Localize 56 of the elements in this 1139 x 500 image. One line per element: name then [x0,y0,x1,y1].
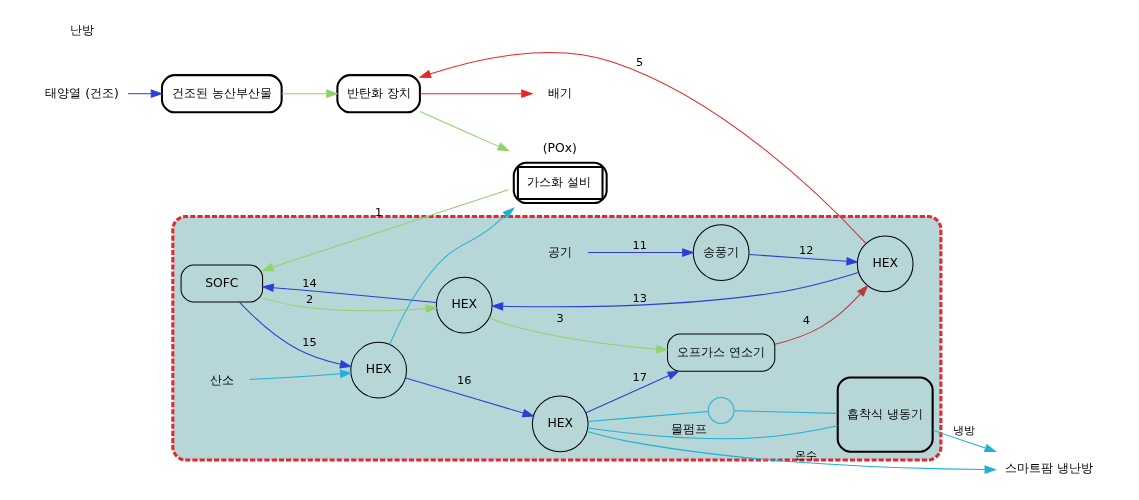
edge-label: 14 [302,276,317,291]
node-box: 오프가스 연소기 [667,333,776,372]
connector [587,425,839,440]
arrow [261,283,437,304]
arrow [262,297,439,313]
edge-label: 5 [636,54,644,69]
edge-label: 냉방 [953,422,976,437]
node-circle: 송풍기 [692,224,750,281]
edge-label: 11 [632,238,647,253]
node-box: 가스화 설비 [512,161,608,205]
edge-label: 15 [302,335,317,350]
arrow [748,253,859,266]
edge-label: 16 [457,373,472,388]
arrow [419,111,510,152]
edge-label: 온수 [795,447,818,462]
edge-label: 17 [632,370,647,385]
edge-label: 4 [802,312,810,327]
arrow [281,89,339,99]
arrow [249,369,353,380]
edge-label: 13 [632,290,647,305]
node-text: 태양열 (건조) [45,85,119,100]
arrow [389,207,515,346]
node-label: 물펌프 [671,422,708,437]
node-circle: HEX [531,395,589,453]
arrow [238,301,353,369]
node-text: 배기 [548,85,573,100]
node-box: SOFC [180,264,264,303]
edge-label: 3 [556,310,564,325]
arrow [585,370,680,414]
node-text: 스마트팜 냉난방 [1005,461,1094,476]
arrow [127,89,164,99]
node-circle: HEX [350,341,407,399]
arrow [490,271,859,311]
arrow [774,284,869,345]
connector [587,410,709,423]
node-text: 공기 [548,244,573,259]
arrow [489,317,669,354]
node-box: 반탄화 장치 [336,74,421,114]
arrow [261,189,509,272]
arrow [586,431,997,474]
arrow [932,429,997,453]
edge-label: 2 [305,291,314,306]
connector [733,410,838,414]
node-circle [707,397,735,424]
node-box: 흡착식 냉동기 [836,376,934,453]
node-circle: HEX [435,276,493,334]
arrow [419,89,534,99]
edge-label: 12 [799,243,814,258]
arrow [587,248,695,257]
node-text: 산소 [209,372,234,387]
node-label: (POx) [542,141,577,156]
arrow [418,52,867,244]
node-circle: HEX [856,235,914,293]
arrow [405,377,535,418]
label: 난방 [70,22,95,37]
node-box: 건조된 농산부산물 [160,74,283,114]
